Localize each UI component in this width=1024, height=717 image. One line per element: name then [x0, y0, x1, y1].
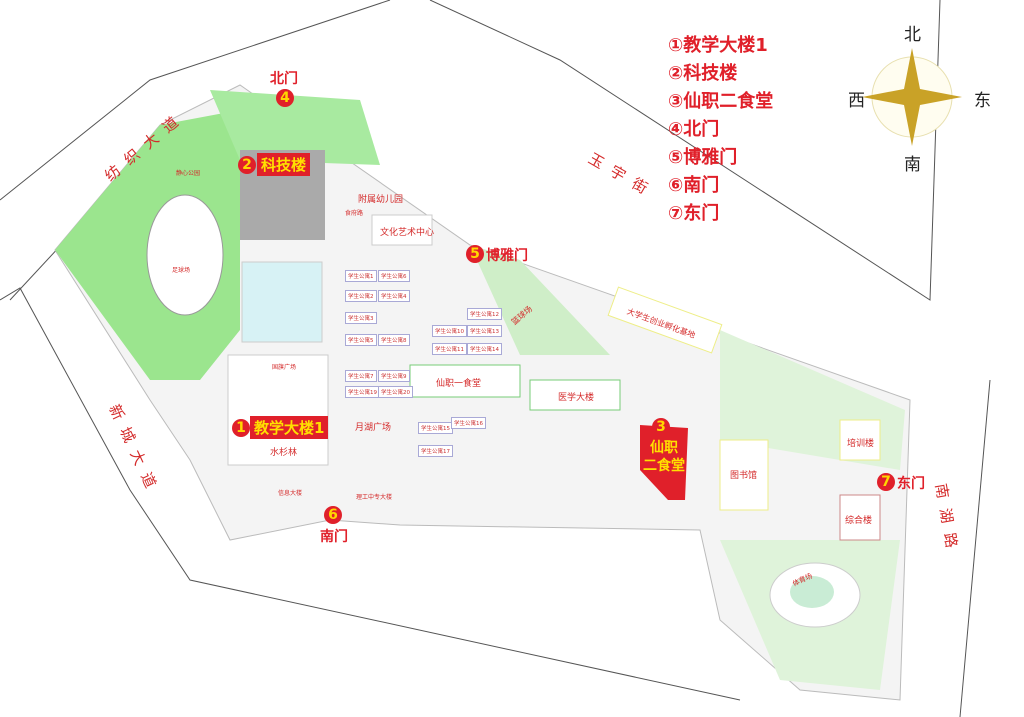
legend-item: ④北门 [668, 119, 720, 140]
building-polytech: 理工中专大楼 [356, 494, 393, 501]
marker-7-label[interactable]: 东门 [897, 476, 925, 492]
building-info: 信息大楼 [278, 490, 303, 497]
legend-item: ⑤博雅门 [668, 147, 738, 168]
park: 静心公园 [176, 170, 201, 177]
apartment: 学生公寓9 [378, 370, 410, 382]
marker-7-badge[interactable]: 7 [877, 473, 895, 491]
apartment: 学生公寓12 [467, 308, 502, 320]
compass-north: 北 [904, 25, 921, 45]
apartment: 学生公寓19 [345, 386, 380, 398]
compass-south: 南 [904, 155, 921, 175]
apartment: 学生公寓7 [345, 370, 377, 382]
apartment: 学生公寓1 [345, 270, 377, 282]
marker-4-label[interactable]: 北门 [270, 71, 298, 87]
apartment: 学生公寓2 [345, 290, 377, 302]
road-shifu: 食府路 [345, 210, 364, 217]
apartment: 学生公寓11 [432, 343, 467, 355]
legend-item: ③仙职二食堂 [668, 91, 774, 112]
legend-item: ⑥南门 [668, 175, 720, 196]
marker-3-label-2[interactable]: 二食堂 [643, 458, 685, 474]
apartment: 学生公寓5 [345, 334, 377, 346]
building-canteen1: 仙职一食堂 [436, 379, 482, 389]
marker-5-badge[interactable]: 5 [466, 245, 484, 263]
compass-east: 东 [974, 91, 991, 111]
building-flag-square: 国旗广场 [272, 364, 297, 371]
marker-1-label[interactable]: 教学大楼1 [250, 416, 329, 439]
building-library: 图书馆 [730, 471, 758, 481]
building-medical: 医学大楼 [558, 393, 595, 403]
marker-6-badge[interactable]: 6 [324, 506, 342, 524]
marker-2-badge[interactable]: 2 [238, 156, 256, 174]
marker-6-label[interactable]: 南门 [320, 529, 348, 545]
marker-5-label[interactable]: 博雅门 [486, 248, 528, 264]
apartment: 学生公寓6 [378, 270, 410, 282]
marker-1-badge[interactable]: 1 [232, 419, 250, 437]
legend-item: ⑦东门 [668, 203, 720, 224]
marker-3-label[interactable]: 仙职 [650, 440, 678, 456]
apartment: 学生公寓20 [378, 386, 413, 398]
apartment: 学生公寓3 [345, 312, 377, 324]
apartment: 学生公寓13 [467, 325, 502, 337]
legend-item: ②科技楼 [668, 63, 738, 84]
marker-4-badge[interactable]: 4 [276, 89, 294, 107]
compass-west: 西 [848, 91, 865, 111]
apartment: 学生公寓4 [378, 290, 410, 302]
building-kindergarten: 附属幼儿园 [358, 195, 404, 205]
apartment: 学生公寓14 [467, 343, 502, 355]
apartment: 学生公寓16 [451, 417, 486, 429]
building-moonlake: 月湖广场 [355, 423, 392, 433]
building-arts: 文化艺术中心 [380, 228, 435, 238]
building-training: 培训楼 [847, 439, 875, 449]
apartment: 学生公寓15 [418, 422, 453, 434]
marker-2-label[interactable]: 科技楼 [257, 153, 311, 176]
marker-3-badge[interactable]: 3 [652, 418, 670, 436]
building-complex: 综合楼 [845, 516, 873, 526]
legend-item: ①教学大楼1 [668, 35, 768, 56]
building-metasequoia: 水杉林 [270, 448, 298, 458]
sports-field: 足球场 [172, 267, 191, 274]
apartment: 学生公寓8 [378, 334, 410, 346]
apartment: 学生公寓10 [432, 325, 467, 337]
legend: ①教学大楼1 ②科技楼 ③仙职二食堂 ④北门 ⑤博雅门 ⑥南门 ⑦东门 [668, 32, 773, 228]
apartment: 学生公寓17 [418, 445, 453, 457]
